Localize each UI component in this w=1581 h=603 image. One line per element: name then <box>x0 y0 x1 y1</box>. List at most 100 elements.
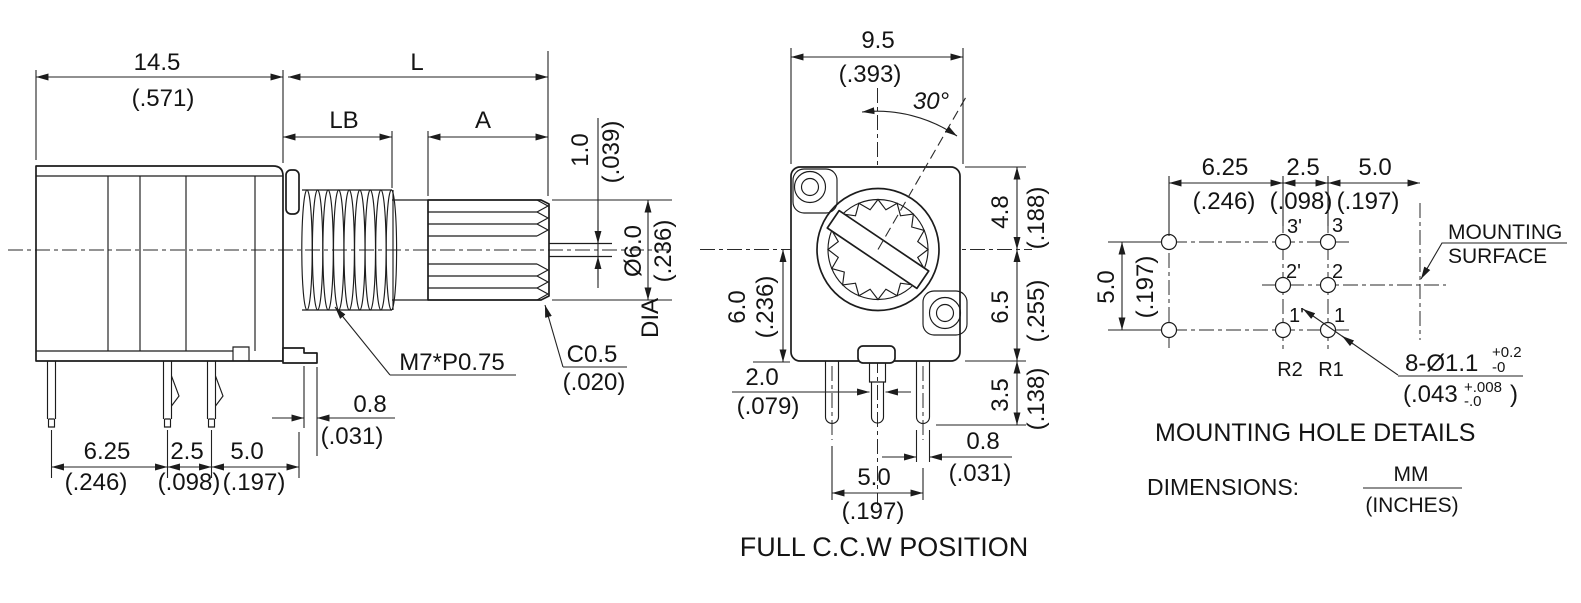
dim-pin3-in: (.197) <box>223 469 286 496</box>
side-pins <box>46 361 224 428</box>
dim-center-mm: 6.0 <box>724 290 751 323</box>
hole-spec-in-tol-plus: +.008 <box>1464 379 1502 396</box>
dim-front-width: 9.5 (.393) <box>790 27 964 164</box>
dim-center-height: 6.0 (.236) <box>724 249 790 363</box>
dim-dia-in: (.236) <box>650 220 677 283</box>
dim-pin-pitch: 5.0 (.197) <box>831 446 924 525</box>
dim-col2-mm: 2.5 <box>1286 154 1319 181</box>
dimensions-legend: DIMENSIONS: MM (INCHES) <box>1147 463 1462 517</box>
dim-L-label: L <box>410 49 423 76</box>
hole-spec-mm-tol-plus: +0.2 <box>1492 344 1522 361</box>
dim-pinlen-in: (.138) <box>1023 368 1050 431</box>
rotation-indicator: 30° <box>861 88 967 250</box>
dim-hole-rows: 5.0 (.197) <box>1093 241 1162 331</box>
terminal-3p: 3' <box>1287 216 1302 238</box>
knurl-ring <box>827 198 929 301</box>
dim-pin-offset-mm: 2.0 <box>745 364 778 391</box>
dim-dia-mm: Ø6.0 <box>620 225 647 277</box>
terminal-2p: 2' <box>1286 261 1301 283</box>
mounting-surface-line2: SURFACE <box>1448 245 1547 268</box>
front-pins <box>824 361 931 440</box>
dim-col3-mm: 5.0 <box>1358 154 1391 181</box>
dim-A-label: A <box>475 107 491 134</box>
front-view-caption: FULL C.C.W POSITION <box>740 532 1029 562</box>
dim-pin-width-in: (.031) <box>949 460 1012 487</box>
dim-front-width-mm: 9.5 <box>861 27 894 54</box>
body-outline <box>35 165 284 362</box>
dim-col3-in: (.197) <box>1337 188 1400 215</box>
dim-slot-width: 1.0 (.039) <box>567 118 625 288</box>
front-view: 30° 9.5 (.393) 4.8 (.188) <box>700 27 1050 562</box>
dim-row-in: (.197) <box>1132 256 1159 319</box>
units-mm: MM <box>1394 463 1429 486</box>
mounting-surface-callout: MOUNTING SURFACE <box>1420 221 1567 280</box>
dim-pin-width: 0.8 (.031) <box>882 428 1012 487</box>
terminal-labels: 3' 3 2' 2 1' 1 R2 R1 <box>1277 215 1345 381</box>
dim-body-width: 14.5 (.571) <box>35 49 284 163</box>
dim-pin-pitch-in: (.197) <box>842 498 905 525</box>
dim-pin1-in: (.246) <box>65 469 128 496</box>
hole-view: 6.25 (.246) 2.5 (.098) 5.0 (.197) 5.0 (.… <box>1093 154 1567 517</box>
chamfer-leader: C0.5 (.020) <box>544 304 627 396</box>
dim-slot-in: (.039) <box>598 121 625 184</box>
chamfer-mm: C0.5 <box>567 341 618 368</box>
resistor-r1: R1 <box>1318 359 1344 381</box>
hole-spec-mm-tol-minus: -0 <box>1492 359 1505 376</box>
dim-lip-in: (.031) <box>321 423 384 450</box>
dim-upper-in: (.188) <box>1023 187 1050 250</box>
front-body <box>790 166 961 362</box>
shaft-section <box>392 190 612 310</box>
dim-lip-mm: 0.8 <box>353 391 386 418</box>
dim-shaft-dia: Ø6.0 (.236) DIA <box>552 199 677 338</box>
hole-spec-in-close: ) <box>1510 381 1518 408</box>
dim-body-width-in: (.571) <box>132 85 195 112</box>
hole-spec-in: (.043 <box>1403 381 1458 408</box>
dim-pin-offset: 2.0 (.079) <box>732 364 911 420</box>
ear-bottom-right <box>922 290 968 336</box>
dim-col1-mm: 6.25 <box>1202 154 1249 181</box>
terminal-2: 2 <box>1332 261 1343 283</box>
dim-pin-pitch-mm: 5.0 <box>857 464 890 491</box>
dim-row-mm: 5.0 <box>1093 270 1120 303</box>
dim-lip: 0.8 (.031) <box>272 366 395 456</box>
dim-hole-cols: 6.25 (.246) 2.5 (.098) 5.0 (.197) <box>1168 154 1420 236</box>
units-in: (INCHES) <box>1365 494 1458 517</box>
side-view: 14.5 (.571) L LB A 1.0 (.039) <box>8 49 677 496</box>
dim-center-in: (.236) <box>752 276 779 339</box>
thread-section <box>301 189 398 311</box>
dim-lower-in: (.255) <box>1023 280 1050 343</box>
dim-shaft-length: L <box>288 49 549 196</box>
dim-col2-in: (.098) <box>1270 188 1333 215</box>
dim-pin-width-mm: 0.8 <box>966 428 999 455</box>
mounting-holes <box>1160 233 1337 339</box>
dim-upper-mm: 4.8 <box>987 195 1014 228</box>
ear-top-left <box>792 168 838 214</box>
rotation-angle: 30° <box>913 88 950 115</box>
dim-pin-offset-in: (.079) <box>737 393 800 420</box>
dim-col1-in: (.246) <box>1193 188 1256 215</box>
terminal-1p: 1' <box>1289 305 1304 327</box>
dim-slot-mm: 1.0 <box>567 133 594 166</box>
dim-front-width-in: (.393) <box>839 61 902 88</box>
bottom-tab <box>857 345 896 364</box>
dim-body-width-mm: 14.5 <box>134 49 181 76</box>
dim-pin3-mm: 5.0 <box>230 438 263 465</box>
dim-dia-suffix: DIA <box>637 298 664 338</box>
dim-pin2-mm: 2.5 <box>170 438 203 465</box>
terminal-1: 1 <box>1334 305 1345 327</box>
dim-lower-mm: 6.5 <box>987 290 1014 323</box>
dim-LB-label: LB <box>329 107 358 134</box>
dim-pin1-mm: 6.25 <box>84 438 131 465</box>
hole-spec-mm: 8-Ø1.1 <box>1405 350 1478 377</box>
dim-bushing-length: LB <box>283 107 393 188</box>
thread-spec-leader: M7*P0.75 <box>334 306 516 376</box>
flange-foot <box>282 347 318 364</box>
dim-pin2-in: (.098) <box>158 469 221 496</box>
mounting-surface-line1: MOUNTING <box>1448 221 1562 244</box>
dim-front-heights: 4.8 (.188) 6.5 (.255) 3.5 (.138) <box>936 166 1050 431</box>
dim-pinlen-mm: 3.5 <box>987 378 1014 411</box>
thread-spec: M7*P0.75 <box>399 349 504 376</box>
dimensions-label: DIMENSIONS: <box>1147 474 1299 500</box>
chamfer-in: (.020) <box>563 369 626 396</box>
